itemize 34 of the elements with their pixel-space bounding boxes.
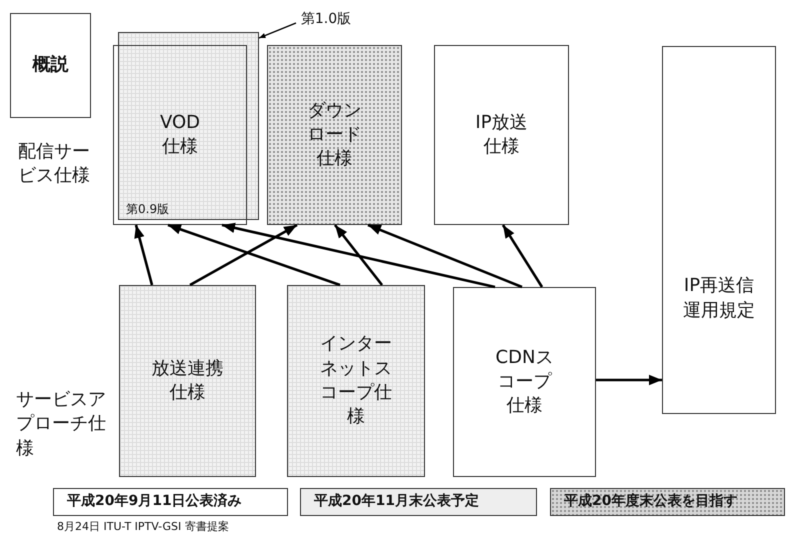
row-heading: 配信サービス仕様 bbox=[18, 140, 91, 188]
arrow bbox=[134, 224, 154, 286]
box-label: IP放送仕様 bbox=[474, 110, 529, 159]
arrow bbox=[189, 224, 298, 286]
legend-text: 平成20年9月11日公表済み bbox=[67, 492, 242, 511]
box-label: インターネットスコープ仕様 bbox=[319, 332, 393, 430]
footnote: 8月24日 ITU-T IPTV-GSI 寄書提案 bbox=[57, 520, 229, 535]
spec-box bbox=[113, 45, 247, 225]
box-label: 概説 bbox=[31, 53, 70, 78]
version-label: 第0.9版 bbox=[126, 201, 170, 218]
arrow bbox=[502, 224, 544, 288]
row-heading: サービスアプローチ仕様 bbox=[16, 388, 107, 461]
version-label: 第1.0版 bbox=[300, 10, 352, 28]
spec-box bbox=[267, 45, 402, 225]
spec-box bbox=[453, 287, 596, 477]
legend-text: 平成20年度末公表を目指す bbox=[564, 492, 738, 511]
arrow bbox=[596, 374, 662, 386]
legend-text: 平成20年11月末公表予定 bbox=[314, 492, 479, 511]
leader-line bbox=[258, 22, 296, 39]
box-label: 放送連携仕様 bbox=[150, 356, 224, 405]
spec-box bbox=[434, 45, 569, 225]
spec-box bbox=[287, 285, 425, 477]
spec-box bbox=[119, 285, 256, 477]
box-label: CDNスコープ仕様 bbox=[494, 346, 554, 418]
box-label: IP再送信運用規定 bbox=[682, 274, 756, 323]
box-label: ダウンロード仕様 bbox=[306, 98, 362, 172]
arrow bbox=[222, 222, 496, 288]
arrow bbox=[168, 224, 340, 286]
box-label: VOD仕様 bbox=[158, 110, 201, 159]
arrow bbox=[368, 224, 522, 288]
document-box bbox=[10, 13, 91, 118]
page-box bbox=[118, 32, 259, 220]
spec-box bbox=[662, 46, 776, 414]
arrow bbox=[334, 224, 384, 286]
